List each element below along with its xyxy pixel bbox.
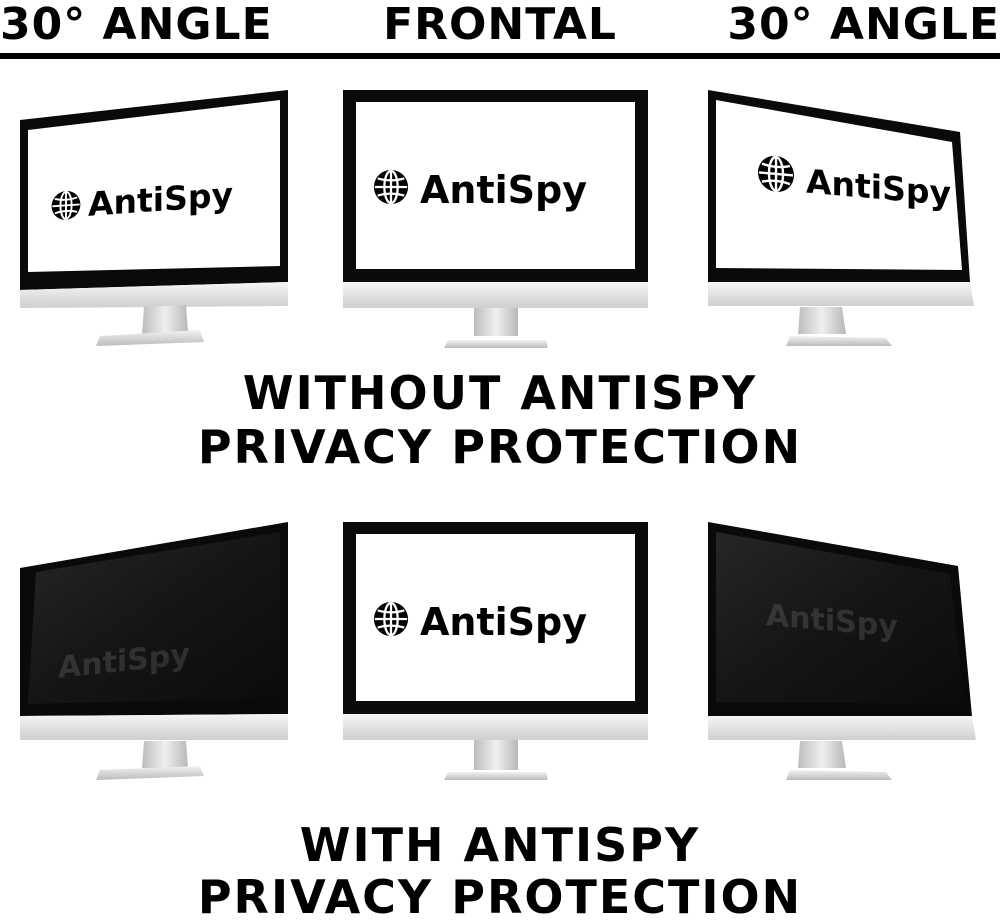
screen-left-without-filter xyxy=(28,100,280,272)
header-label-left-angle: 30° ANGLE xyxy=(0,0,273,50)
monitor-right-without-filter: AntiSpy xyxy=(708,90,974,346)
screen-right-with-filter xyxy=(716,532,964,704)
monitor-right-with-filter: AntiSpy xyxy=(708,522,976,780)
header-divider xyxy=(0,53,1000,59)
screen-left-with-filter xyxy=(28,532,280,704)
monitor-center-with-filter: AntiSpy xyxy=(343,522,648,780)
globe-icon xyxy=(372,600,410,638)
caption-without-line1: WITHOUT ANTISPY xyxy=(242,366,758,420)
monitor-left-with-filter: AntiSpy xyxy=(20,522,288,780)
caption-with-line1: WITH ANTISPY xyxy=(299,818,701,872)
monitor-left-without-filter: AntiSpy xyxy=(20,90,288,346)
header-label-frontal: FRONTAL xyxy=(383,0,617,50)
header-label-right-angle: 30° ANGLE xyxy=(727,0,1000,50)
globe-icon xyxy=(372,168,410,206)
caption-with-line2: PRIVACY PROTECTION xyxy=(197,870,803,924)
monitor-center-without-filter: AntiSpy xyxy=(343,90,648,348)
logo-text-center-with: AntiSpy xyxy=(420,600,587,644)
logo-text-center-without: AntiSpy xyxy=(420,168,587,212)
screen-right-without-filter xyxy=(716,100,962,270)
caption-without-line2: PRIVACY PROTECTION xyxy=(197,420,803,474)
